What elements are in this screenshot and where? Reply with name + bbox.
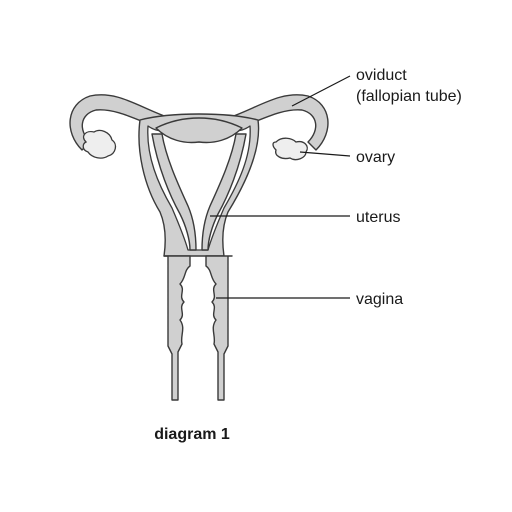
fallopian-tube-label: (fallopian tube) [356,88,462,105]
diagram-caption: diagram 1 [154,426,230,443]
uterus-label: uterus [356,209,400,226]
oviduct-leader-line [291,75,351,107]
oviduct-label: oviduct [356,67,407,84]
right-ovary [272,137,308,161]
vagina [163,255,233,401]
vagina-label: vagina [356,291,403,308]
ovary-label: ovary [356,149,395,166]
uterus-body [138,113,260,257]
ovary-leader-line [299,151,351,157]
left-ovary [82,129,117,159]
